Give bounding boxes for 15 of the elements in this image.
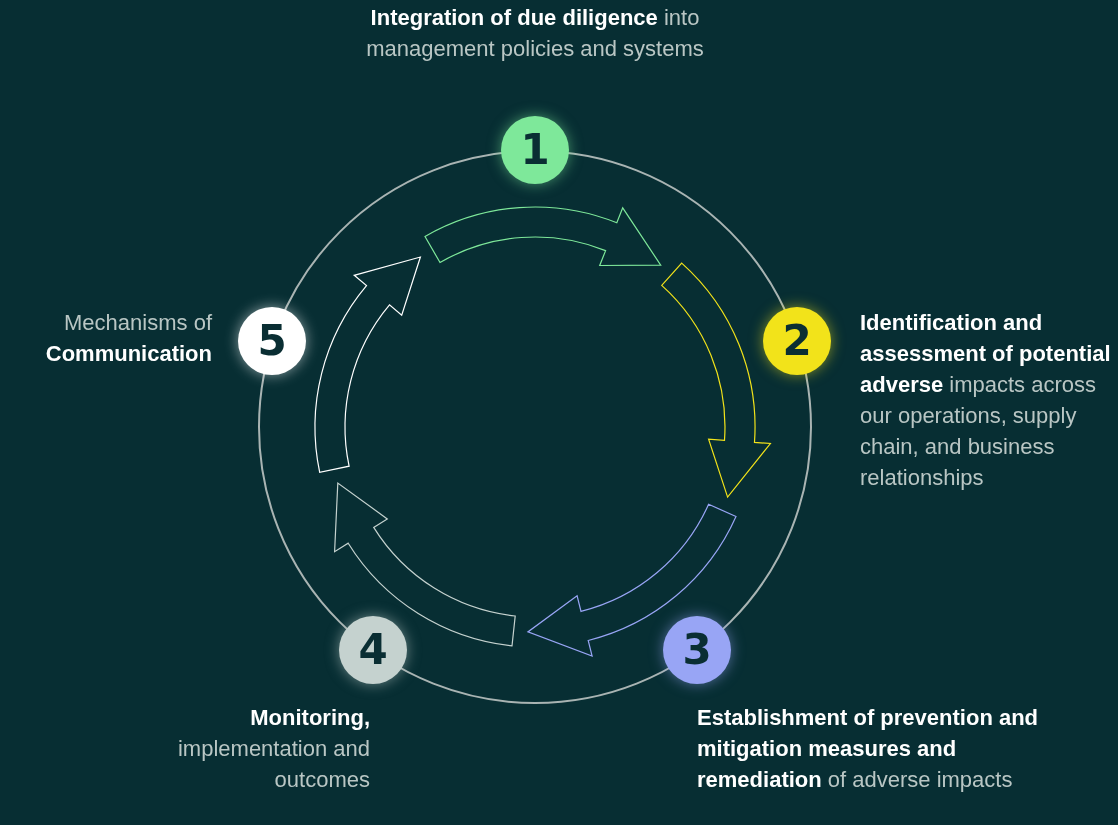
step-number-circle: 3 <box>663 616 731 684</box>
curved-arrow <box>661 262 771 498</box>
step-description: Identification and assessment of potential adverse impacts across our operations, supply chain, and business relationships <box>860 309 1112 492</box>
curved-arrow <box>424 206 662 267</box>
step-description: Establishment of prevention and mitigation measures and remediation of adverse impacts <box>697 704 1040 794</box>
curved-arrow <box>334 482 516 647</box>
step-description: Mechanisms of Communication <box>44 309 212 368</box>
step-number-circle: 5 <box>238 307 306 375</box>
step-number-circle: 2 <box>763 307 831 375</box>
curved-arrow <box>527 503 737 657</box>
step-number-circle: 4 <box>339 616 407 684</box>
curved-arrow <box>314 256 421 473</box>
step-number-circle: 1 <box>501 116 569 184</box>
step-description: Monitoring, implementation and outcomes <box>177 704 370 794</box>
step-description: Integration of due diligence into management policies and systems <box>365 4 705 63</box>
